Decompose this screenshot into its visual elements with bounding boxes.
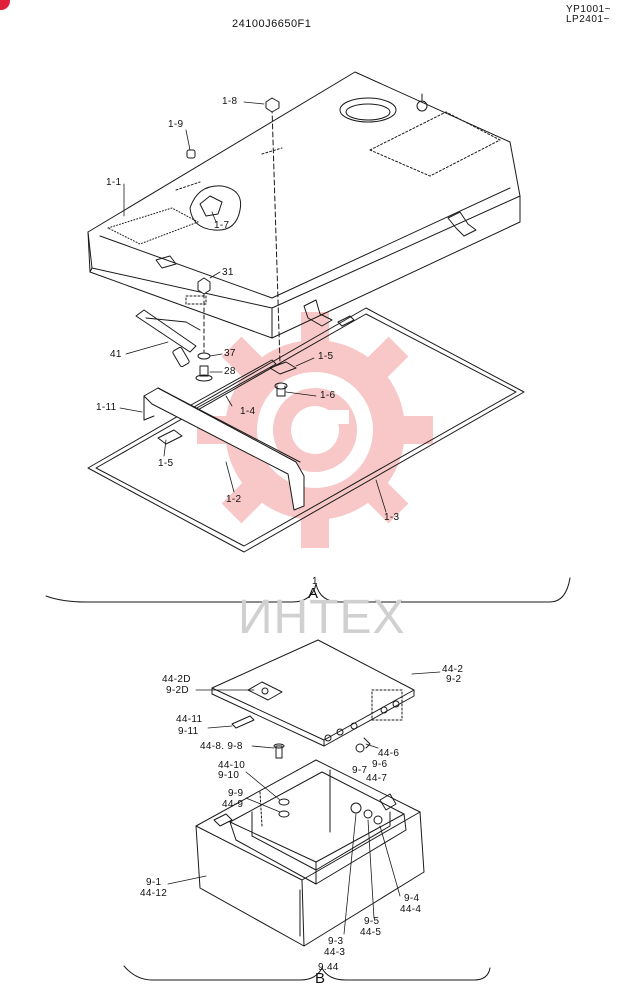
weather-strip-1-3 [87,307,525,553]
label-9-44: 9.44 [318,962,339,973]
label-9-2: 9-2 [446,674,462,685]
bolt-1-6 [274,382,288,397]
bolt-1-8 [265,97,280,113]
washer-37 [197,352,211,360]
watermark-text: ИНТЕХ [238,591,406,644]
label-1-9: 1-9 [168,119,184,130]
label-44-8-9-8: 44-8. 9-8 [200,741,243,752]
group-number: 1 [312,576,318,587]
nut-9-4 [373,815,383,825]
box-body-9-1 [195,759,425,947]
label-1-7: 1-7 [214,220,230,231]
label-31: 31 [222,267,234,278]
label-9-10: 9-10 [218,770,240,781]
label-9-5: 9-5 [364,916,380,927]
nut-9-9 [278,810,290,818]
label-41: 41 [110,349,122,360]
washer-9-6 [355,743,365,753]
label-9-3: 9-3 [328,936,344,947]
nut-9-3 [350,802,362,814]
serial-range-2: LP2401~ [566,14,610,25]
label-1-3: 1-3 [384,512,400,523]
part-code: 24100J6650F1 [232,18,312,30]
bolt-28 [195,365,213,382]
bolt-31 [185,277,211,353]
nut-9-5 [363,809,373,819]
label-1-2: 1-2 [226,494,242,505]
label-1-1: 1-1 [106,177,122,188]
bracket-1-5-lower [157,429,183,445]
label-44-9: 44-9 [222,799,244,810]
label-28: 28 [224,366,236,377]
section-b-brace [123,965,491,981]
stay-arm-41 [135,309,201,368]
label-44-4: 44-4 [400,904,422,915]
label-44-2d: 44-2D [162,674,191,685]
label-44-2: 44-2 [442,664,464,675]
label-44-3: 44-3 [324,947,346,958]
label-1-5-upper: 1-5 [318,351,334,362]
assembly-line-1-8 [271,107,281,365]
label-1-4: 1-4 [240,406,256,417]
label-1-11: 1-11 [96,402,117,413]
label-44-11: 44-11 [176,714,203,725]
nut-1-9 [186,149,196,159]
section-a-letter: A [308,585,319,602]
bolt-9-8 [273,743,285,759]
spring-9-7 [363,737,371,749]
label-1-6: 1-6 [320,390,336,401]
label-37: 37 [224,348,236,359]
section-b-letter: B [315,970,326,987]
label-44-6: 44-6 [378,748,400,759]
section-a-brace [45,577,571,603]
label-9-6: 9-6 [372,759,388,770]
label-1-5-lower: 1-5 [158,458,174,469]
corner-badge [0,0,10,10]
label-1-8: 1-8 [222,96,238,107]
pad-9-11 [231,715,255,729]
cover-plate-9-2 [211,639,415,747]
bracket-1-5-upper [269,361,297,375]
leader-lines-a [119,101,387,513]
label-44-5: 44-5 [360,927,382,938]
handle-bar-1-2 [143,387,305,511]
label-44-10: 44-10 [218,760,246,771]
leader-lines-b [167,671,441,935]
washer-9-10 [278,798,290,806]
label-9-1: 9-1 [146,877,162,888]
label-9-4: 9-4 [404,893,420,904]
label-9-9: 9-9 [228,788,244,799]
label-9-11: 9-11 [178,726,199,737]
label-9-7: 9-7 [352,765,368,776]
label-44-12: 44-12 [140,888,168,899]
label-9-2d: 9-2D [166,685,189,696]
serial-range-1: YP1001~ [566,4,611,15]
label-44-7: 44-7 [366,773,388,784]
top-cover [87,71,521,339]
